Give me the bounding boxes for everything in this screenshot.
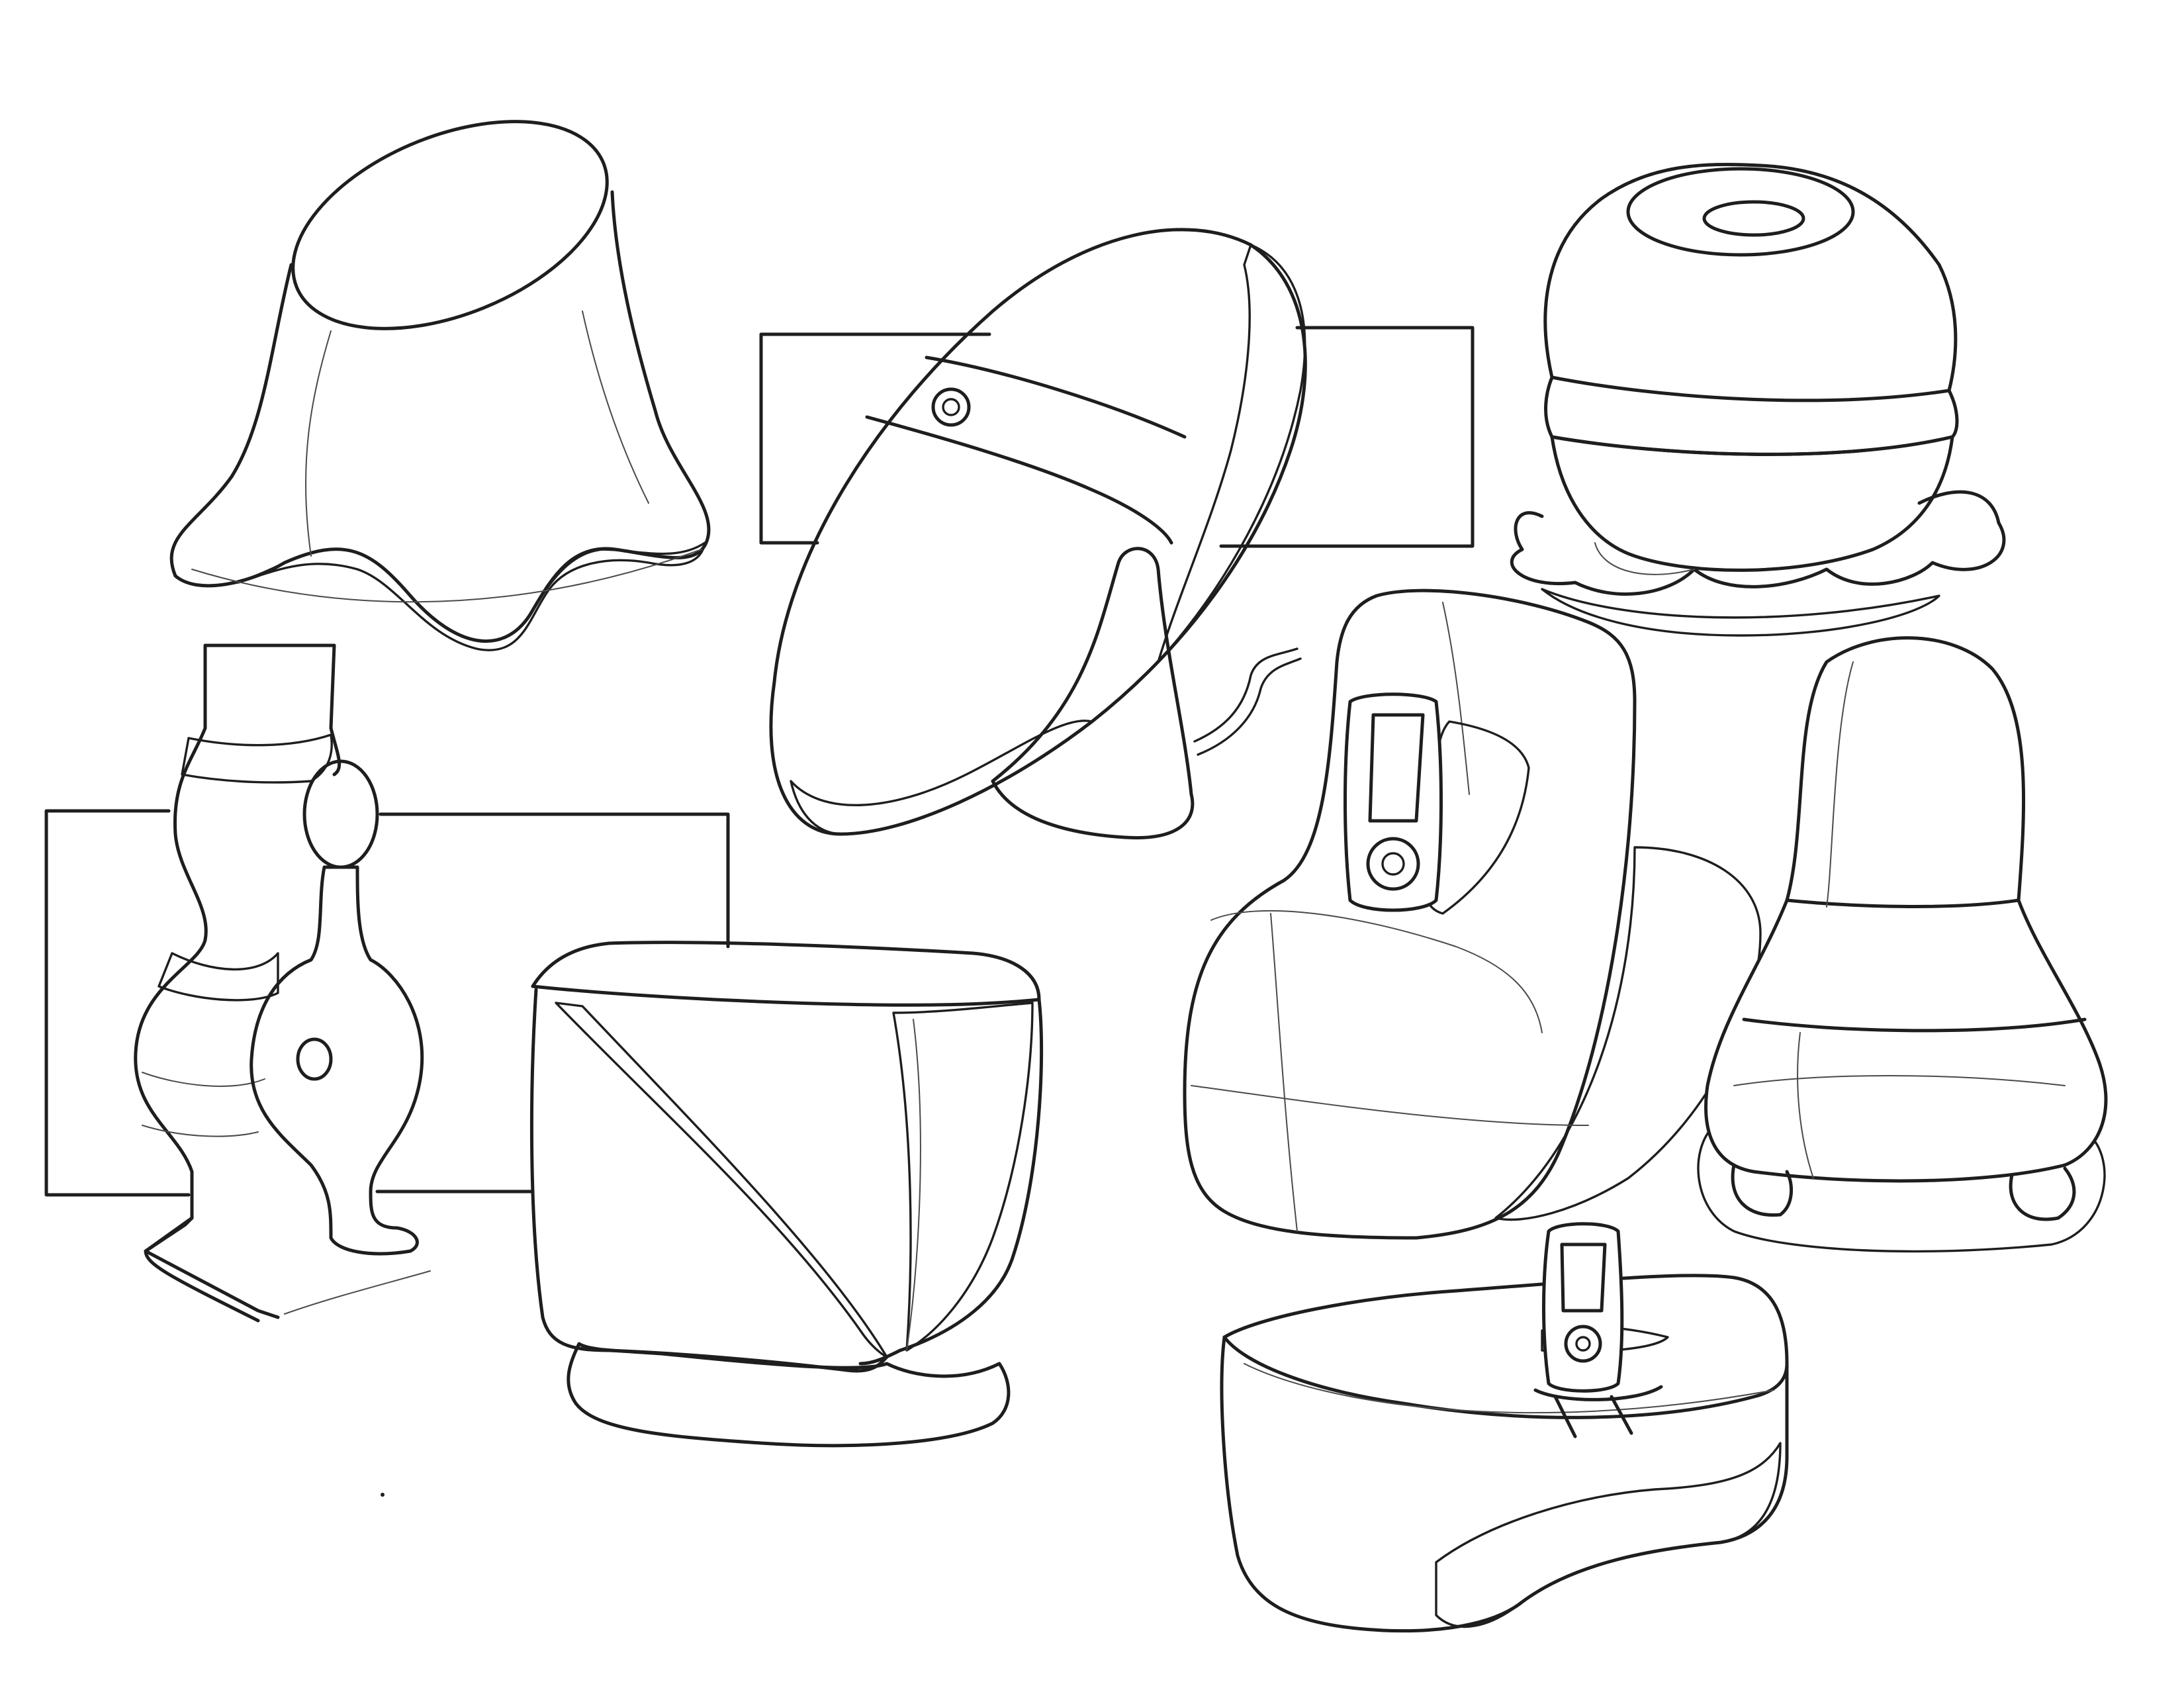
dome-lower-curve [1733, 1075, 2066, 1086]
vase-upper-band [181, 733, 333, 784]
dome-body [1704, 636, 2108, 1183]
pebble-player-device [1343, 692, 1443, 912]
pebble-player-screen [1368, 713, 1425, 823]
pebble-player-wheel-icon [1366, 837, 1420, 891]
vase-middle-band [158, 952, 279, 1002]
speaker-button-icon [931, 387, 971, 427]
flat-dock-front-top [1222, 1335, 1789, 1419]
speaker-band-bottom [925, 355, 1187, 439]
speaker-stand [991, 547, 1195, 840]
dome-left-contour [1826, 661, 1854, 908]
flat-dock-cradle-ring [1533, 1385, 1663, 1401]
vase-right-form [250, 865, 424, 1256]
vase-backdrop-top [379, 812, 730, 949]
flat-dock-front-contour [1244, 1363, 1774, 1414]
cube-base [567, 1342, 1011, 1448]
humidifier-scalloped-base [1510, 490, 2006, 596]
pebble-shadow [1494, 846, 1762, 1221]
pebble-front-contour [1210, 910, 1543, 1033]
vase-lower-contour [142, 1072, 265, 1087]
flat-dock-bottom-shadow [1435, 1442, 1782, 1628]
cube-top-front-edge [531, 984, 1041, 1007]
pebble-middle-contour [1191, 1085, 1589, 1126]
flat-dock-cradle [1553, 1395, 1633, 1438]
speaker-cable [1193, 647, 1298, 743]
vase-lower-contour-2 [142, 1125, 259, 1137]
stray-ink-dot [381, 1493, 385, 1497]
vase-orb-top [302, 759, 379, 869]
flat-dock-top-edge [1222, 1274, 1789, 1366]
speaker-rim-shadow [1157, 244, 1306, 663]
humidifier-top-cap [1626, 167, 1855, 257]
flat-base-player-dock-sketch [1220, 1222, 1789, 1633]
lampshade-hem-shadow [237, 541, 706, 651]
lampshade-top-ellipse [291, 120, 609, 330]
cube-diagonal-shadow [555, 1002, 888, 1358]
dome-foot-left [1731, 1163, 1794, 1217]
speaker-band-top [865, 415, 1173, 545]
vase-backdrop-left [44, 809, 191, 1197]
humidifier-base-contour [1594, 542, 1695, 575]
humidifier-band-line [1550, 435, 1954, 456]
humidifier-lower-bowl [1550, 435, 1954, 572]
speaker-lower-rim [790, 720, 1093, 835]
speaker-button-center [942, 398, 960, 416]
pebble-body [1183, 588, 1637, 1240]
pebble-side-contour [1270, 913, 1298, 1232]
humidifier-upper-dome [1543, 162, 1958, 393]
dome-lower-contour [1797, 1032, 1814, 1179]
cube-right-shade [892, 1002, 1034, 1352]
flat-dock-player-wheel-center [1575, 1336, 1591, 1352]
bell-lampshade-sketch [169, 120, 711, 651]
dome-upper-seam [1785, 898, 2021, 908]
dome-foot-right [2009, 1166, 2076, 1221]
humidifier-top-hole [1702, 200, 1805, 237]
vase-left-profile [134, 643, 280, 1319]
speaker-oval-body [769, 228, 1307, 836]
speaker-cable-edge [1197, 657, 1302, 756]
pebble-top-contour [1442, 602, 1470, 795]
vase-base-shadow-line [284, 1270, 431, 1315]
cube-front-face [529, 988, 889, 1373]
flat-dock-player-screen [1560, 1243, 1607, 1313]
soft-cube-sketch [529, 941, 1044, 1448]
pebble-player-wheel-center [1381, 852, 1405, 876]
tilted-oval-speaker-sketch [759, 228, 1475, 840]
cube-right-contour [906, 1019, 921, 1351]
humidifier-base-shadow [1541, 588, 1940, 637]
speaker-backdrop-right [1219, 326, 1475, 548]
cube-top-edge [531, 941, 1041, 1002]
speaker-backdrop-left [759, 332, 991, 545]
lampshade-contour-right [582, 310, 649, 504]
lampshade-body-outline [169, 190, 711, 643]
round-humidifier-sketch [1510, 162, 2006, 637]
flat-dock-player-device [1542, 1222, 1624, 1393]
vase-knob-icon [296, 1037, 333, 1081]
vase-neck-right [329, 643, 341, 776]
lampshade-rim-line [191, 549, 702, 603]
cube-right-face [858, 998, 1044, 1366]
flat-dock-player-wheel-icon [1564, 1325, 1602, 1363]
humidifier-middle-band [1544, 375, 1959, 456]
curvy-vase-lamp-sketch [44, 643, 730, 1323]
pebble-player-dock-sketch [1183, 588, 1762, 1240]
vase-base-plate [144, 1216, 260, 1323]
bell-dome-device-sketch [1697, 636, 2108, 1253]
dome-lower-seam [1742, 1017, 2087, 1033]
lampshade-contour-left [304, 330, 332, 557]
